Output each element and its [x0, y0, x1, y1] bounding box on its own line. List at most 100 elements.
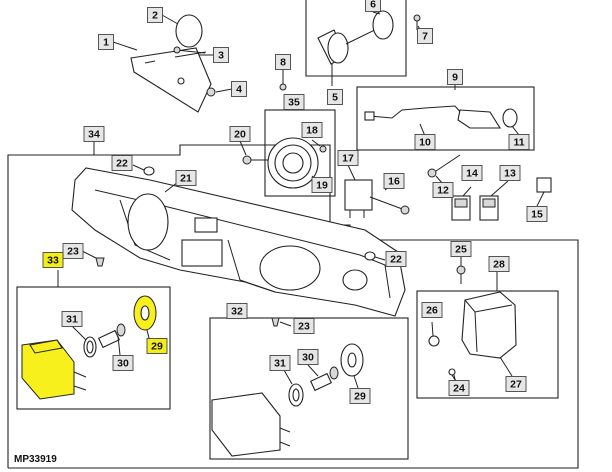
callout-30: 30 — [112, 355, 134, 371]
callout-box — [301, 122, 323, 138]
headlight-lens-shape — [211, 392, 281, 457]
diagram-code: MP33919 — [14, 454, 57, 465]
callout-box — [146, 338, 168, 354]
callout-number: 33 — [47, 255, 59, 267]
callout-box — [499, 165, 521, 181]
cap-disc-shape — [175, 14, 203, 48]
callout-box — [98, 34, 114, 50]
callout-box — [283, 94, 305, 110]
callout-10: 10 — [414, 134, 436, 150]
callout-20: 20 — [229, 126, 251, 142]
callout-number: 23 — [298, 321, 310, 333]
callout-31: 31 — [61, 311, 83, 327]
callout-box — [111, 155, 133, 171]
callout-box — [231, 81, 247, 97]
callout-number: 7 — [422, 31, 428, 43]
callout-number: 10 — [419, 137, 431, 149]
callout-number: 5 — [332, 92, 338, 104]
callout-number: 2 — [152, 10, 158, 22]
callout-34: 34 — [83, 126, 105, 142]
callout-box — [414, 134, 436, 150]
callout-number: 32 — [231, 306, 243, 318]
callout-18: 18 — [301, 122, 323, 138]
callout-number: 6 — [370, 0, 376, 11]
callout-box — [385, 251, 407, 267]
callout-5: 5 — [327, 89, 343, 105]
callout-number: 8 — [280, 57, 286, 69]
callout-4: 4 — [231, 81, 247, 97]
callout-number: 14 — [466, 168, 478, 180]
callout-number: 18 — [306, 125, 318, 137]
callout-number: 29 — [354, 391, 366, 403]
callout-box — [448, 380, 470, 396]
callout-box — [175, 170, 197, 186]
callout-16: 16 — [383, 173, 405, 189]
callout-number: 4 — [236, 84, 242, 96]
callout-27: 27 — [505, 376, 527, 392]
callout-24: 24 — [448, 380, 470, 396]
callout-28: 28 — [488, 256, 510, 272]
callout-1: 1 — [98, 34, 114, 50]
callout-number: 15 — [531, 209, 543, 221]
callout-box — [275, 54, 291, 70]
callout-box — [508, 134, 530, 150]
callout-box — [417, 28, 433, 44]
callout-number: 31 — [66, 314, 78, 326]
callout-number: 34 — [88, 129, 100, 141]
callout-35: 35 — [283, 94, 305, 110]
callout-8: 8 — [275, 54, 291, 70]
callout-number: 24 — [453, 383, 465, 395]
callout-number: 11 — [513, 137, 524, 149]
callout-box — [383, 173, 405, 189]
callout-box — [421, 302, 443, 318]
callout-number: 22 — [116, 158, 128, 170]
callout-3: 3 — [213, 47, 229, 63]
callout-number: 23 — [67, 246, 79, 258]
callout-29: 29 — [146, 338, 168, 354]
callout-box — [213, 47, 229, 63]
callout-14: 14 — [461, 165, 483, 181]
callout-12: 12 — [432, 182, 454, 198]
callout-15: 15 — [526, 206, 548, 222]
callout-7: 7 — [417, 28, 433, 44]
callout-29: 29 — [349, 388, 371, 404]
callout-box — [337, 150, 359, 166]
callout-number: 28 — [493, 259, 505, 271]
callout-number: 26 — [426, 305, 438, 317]
callout-box — [488, 256, 510, 272]
callout-number: 30 — [302, 352, 314, 364]
lamp-cover-shape — [461, 291, 517, 359]
callout-number: 9 — [452, 72, 458, 84]
callout-number: 29 — [151, 341, 163, 353]
callout-number: 22 — [390, 254, 402, 266]
callout-17: 17 — [337, 150, 359, 166]
callout-box — [226, 303, 248, 319]
callout-box — [147, 7, 163, 23]
callout-box — [61, 311, 83, 327]
callout-2: 2 — [147, 7, 163, 23]
callout-number: 12 — [437, 185, 449, 197]
relay-shape — [344, 179, 373, 211]
callout-23: 23 — [62, 243, 84, 259]
callout-box — [505, 376, 527, 392]
callout-30: 30 — [297, 349, 319, 365]
callout-21: 21 — [175, 170, 197, 186]
callout-6: 6 — [365, 0, 381, 12]
callout-number: 30 — [117, 358, 129, 370]
callout-22: 22 — [385, 251, 407, 267]
callout-9: 9 — [447, 69, 463, 85]
callout-box — [461, 165, 483, 181]
callout-number: 1 — [103, 37, 109, 49]
callout-33: 33 — [42, 252, 64, 268]
callout-box — [365, 0, 381, 12]
part-drawings — [21, 10, 552, 457]
callout-number: 19 — [316, 180, 328, 192]
callout-box — [42, 252, 64, 268]
callout-11: 11 — [508, 134, 530, 150]
callout-box — [229, 126, 251, 142]
callout-box — [349, 388, 371, 404]
callout-number: 21 — [180, 173, 192, 185]
callout-number: 27 — [510, 379, 522, 391]
